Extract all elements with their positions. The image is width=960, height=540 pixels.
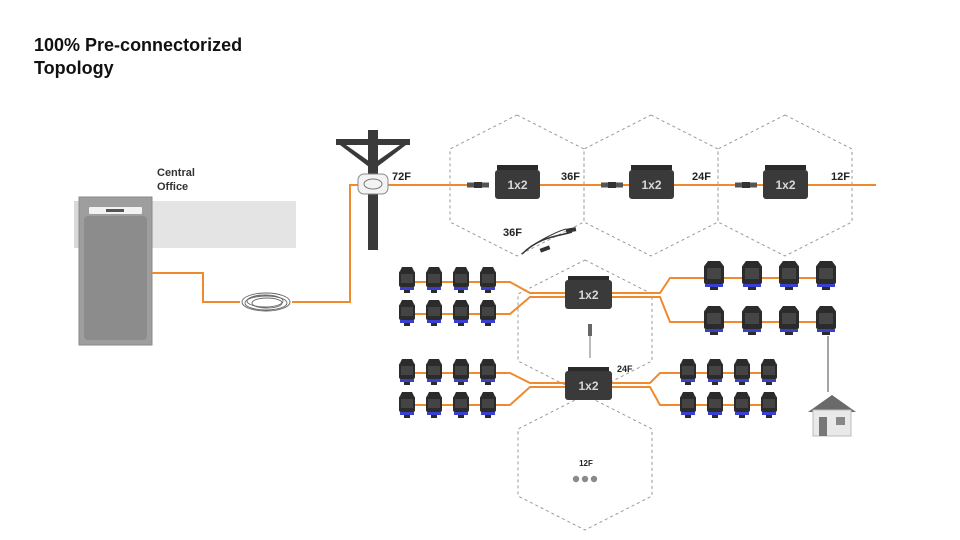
feeder-label-36f: 36F — [561, 171, 580, 183]
house-icon — [808, 395, 856, 437]
more-dots-icon — [572, 475, 598, 483]
closure-group-right-upper — [704, 261, 836, 335]
fiber-coil — [241, 292, 291, 312]
feeder-label-24f: 24F — [692, 171, 711, 183]
svg-text:1x2: 1x2 — [507, 178, 527, 192]
feeder-label-12f: 12F — [831, 171, 850, 183]
feeder-splitter-2: 1x2 — [629, 165, 674, 199]
feeder-splitter-3: 1x2 — [763, 165, 808, 199]
title-line-2: Topology — [34, 58, 114, 78]
drop-connector — [588, 324, 592, 358]
title-line-1: 100% Pre-connectorized — [34, 35, 243, 55]
closure-group-left-upper — [399, 267, 496, 326]
closure-group-right-lower — [680, 359, 777, 418]
feeder-splitter-1: 1x2 — [495, 165, 540, 199]
svg-text:1x2: 1x2 — [578, 288, 598, 302]
patch-cable — [521, 227, 577, 255]
central-office-label: Central Office — [157, 167, 195, 193]
distribution-splitter-lower: 1x2 — [565, 367, 612, 400]
utility-pole — [336, 130, 410, 250]
bottom-hex-label: 12F — [579, 459, 593, 468]
patch-cable-label: 36F — [503, 227, 522, 239]
page-title: 100% Pre-connectorized Topology — [34, 34, 242, 80]
svg-text:1x2: 1x2 — [641, 178, 661, 192]
feeder-label-72f: 72F — [392, 171, 411, 183]
closure-group-left-lower — [399, 359, 496, 418]
central-office-building — [74, 196, 296, 346]
distribution-splitter-upper: 1x2 — [565, 276, 612, 309]
svg-text:1x2: 1x2 — [775, 178, 795, 192]
lower-fiber-label: 24F — [617, 364, 633, 374]
svg-text:1x2: 1x2 — [578, 379, 598, 393]
